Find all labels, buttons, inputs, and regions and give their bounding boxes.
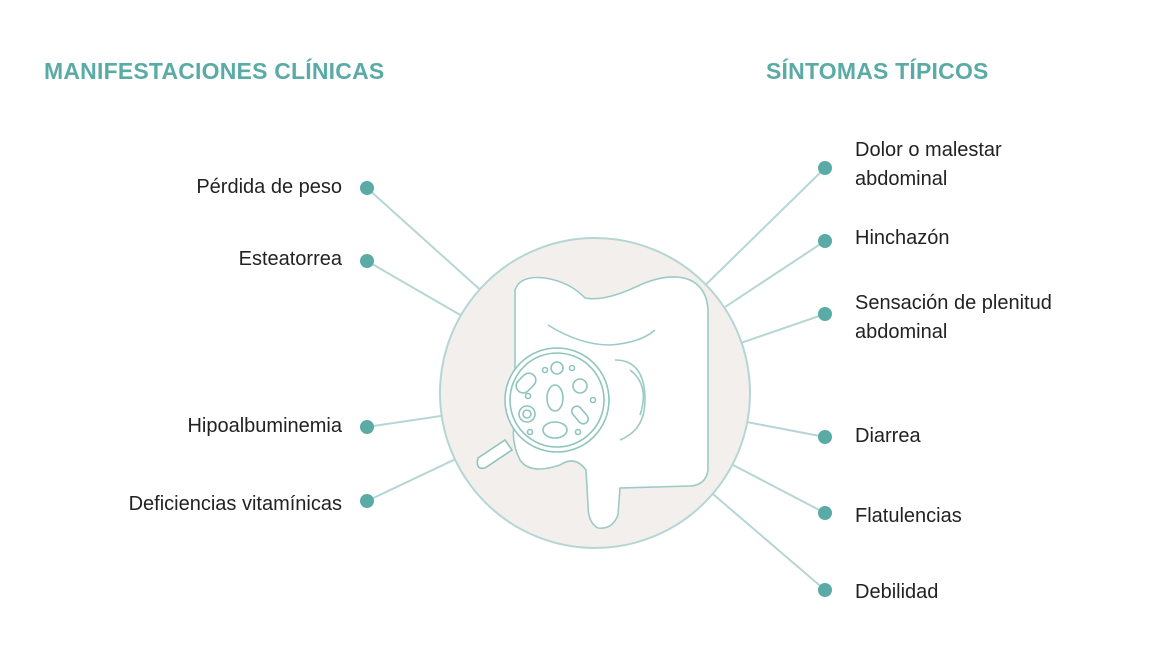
bullet-dot [818,430,832,444]
symptom-label: Hinchazón [855,227,950,249]
symptom-item: Dolor o malestar abdominal [855,136,1002,194]
bullet-dot [818,307,832,321]
clinical-item-label: Esteatorrea [238,248,342,270]
left-section-title: MANIFESTACIONES CLÍNICAS [44,58,385,84]
clinical-item-label: Pérdida de peso [196,176,342,198]
symptom-item: Sensación de plenitud abdominal [855,289,1052,347]
symptom-label: Dolor o malestar [855,139,1002,161]
bullet-dots [360,161,832,597]
bullet-dot [360,254,374,268]
symptom-label-line2: abdominal [855,321,948,343]
symptom-label: Flatulencias [855,505,962,527]
intestine-icon [512,276,709,530]
clinical-item-label: Hipoalbuminemia [187,415,342,437]
bullet-dot [818,234,832,248]
bullet-dot [360,420,374,434]
bullet-dot [818,506,832,520]
symptom-label: Diarrea [855,425,921,447]
magnifier-icon [476,347,610,470]
symptom-label: Debilidad [855,581,939,603]
symptom-label-line2: abdominal [855,168,948,190]
bullet-dot [818,161,832,175]
right-section-title: SÍNTOMAS TÍPICOS [766,58,989,84]
bullet-dot [818,583,832,597]
clinical-item-label: Deficiencias vitamínicas [128,493,342,515]
bullet-dot [360,181,374,195]
bullet-dot [360,494,374,508]
symptom-label: Sensación de plenitud [855,292,1052,314]
